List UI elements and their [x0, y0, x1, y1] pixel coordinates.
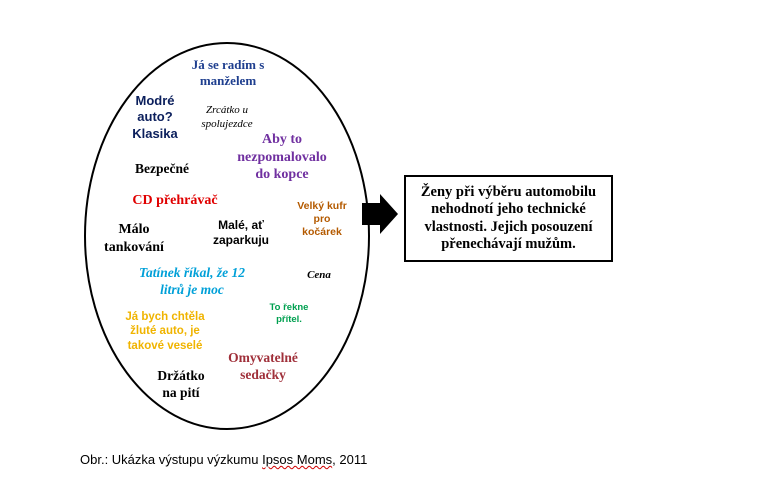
figure-caption: Obr.: Ukázka výstupu výzkumu Ipsos Moms,…: [80, 452, 367, 467]
label-ja-bych: Já bych chtěla žluté auto, je takové ves…: [125, 311, 205, 352]
label-ja-se-radim: Já se radím s manželem: [191, 57, 265, 89]
conclusion-text: Ženy při výběru automobilu nehodnotí jeh…: [420, 183, 597, 252]
label-cd: CD přehrávač: [132, 193, 218, 208]
label-tatinek: Tatínek říkal, že 12 litrů je moc: [138, 265, 245, 297]
label-modre-auto: Modré auto? Klasika: [132, 93, 178, 141]
label-male-at: Malé, ať zaparkuju: [212, 218, 269, 247]
caption-prefix: Obr.: Ukázka výstupu výzkumu: [80, 452, 263, 467]
label-velky-kufr: Velký kufr pro kočárek: [297, 200, 347, 239]
ellipse-outline: [84, 42, 370, 430]
label-aby-to: Aby to nezpomalovalo do kopce: [237, 132, 327, 182]
caption-suffix: , 2011: [332, 452, 368, 467]
conclusion-box: Ženy při výběru automobilu nehodnotí jeh…: [404, 175, 613, 262]
caption-brand: Ipsos Moms: [262, 452, 333, 467]
label-zrcatko: Zrcátko u spolujezdce: [201, 104, 253, 130]
label-bezpecne: Bezpečné: [135, 161, 189, 176]
label-malo: Málo tankování: [104, 222, 164, 255]
label-drzatko: Držátko na pití: [157, 368, 205, 400]
label-cena: Cena: [307, 269, 331, 281]
arrow-right-icon: [362, 194, 398, 234]
label-omyvatelne: Omyvatelné sedačky: [228, 350, 298, 382]
label-to-rekne: To řekne přítel.: [269, 302, 309, 325]
